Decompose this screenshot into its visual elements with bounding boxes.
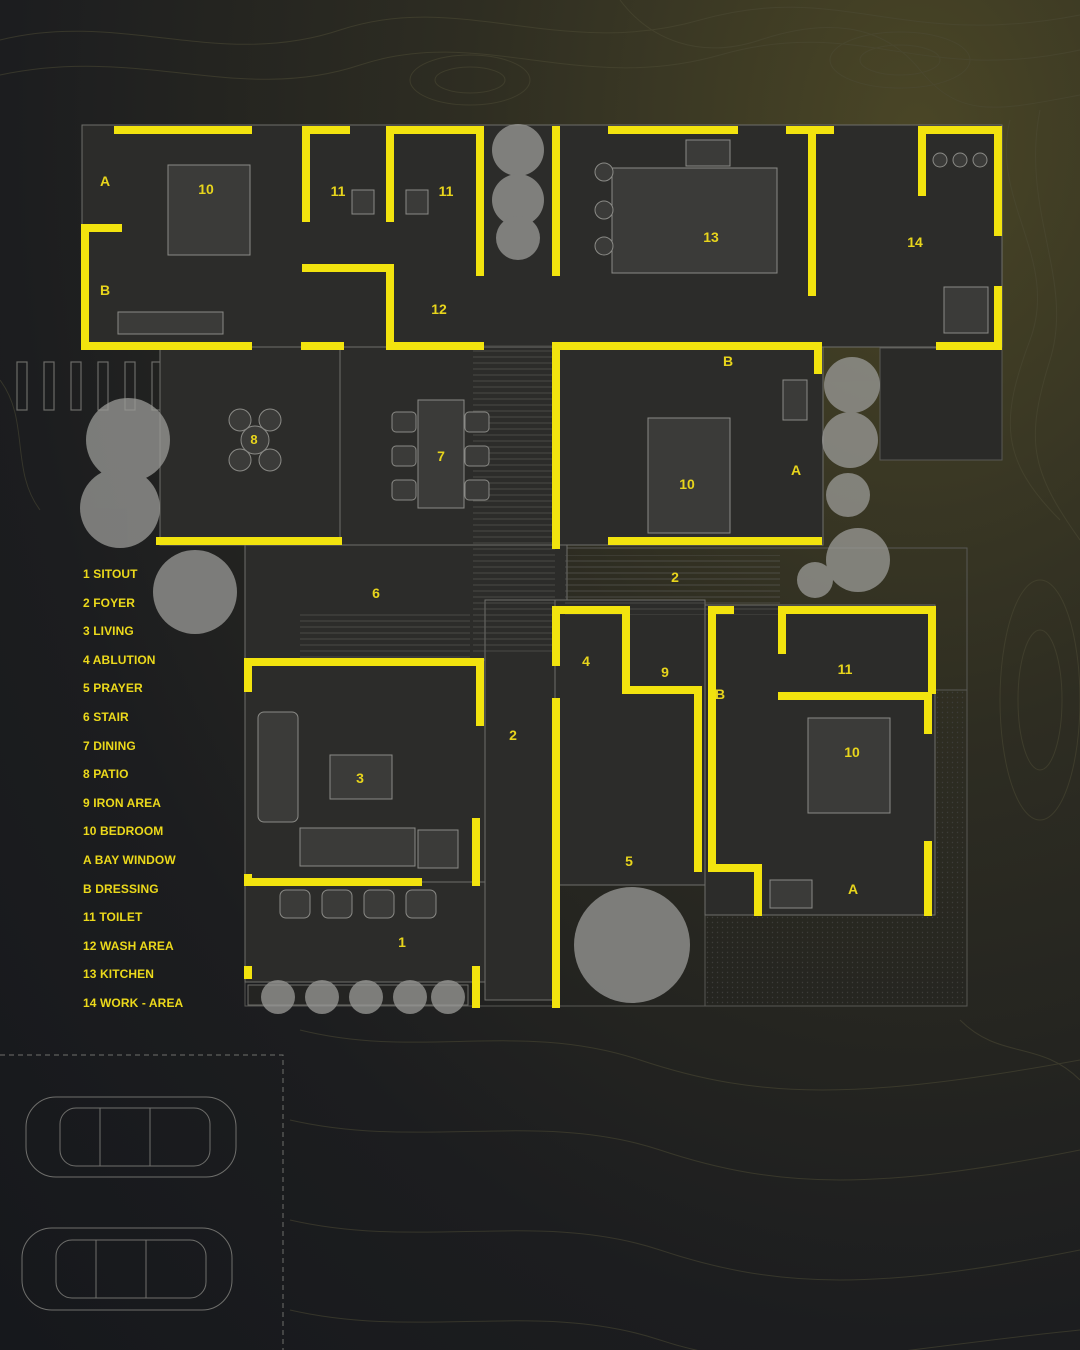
legend-item: 10 BEDROOM <box>83 823 243 852</box>
legend-key: 10 <box>83 824 97 839</box>
legend-key: 14 <box>83 995 97 1010</box>
legend-name: SITOUT <box>93 567 138 581</box>
legend-name: LIVING <box>93 624 134 639</box>
legend-key: B <box>83 881 92 896</box>
legend-name: IRON AREA <box>93 795 162 810</box>
label-dressing-center: B <box>723 353 733 369</box>
legend-item: 2 FOYER <box>83 595 243 624</box>
legend-name: BEDROOM <box>100 824 164 839</box>
legend-name: KITCHEN <box>100 967 155 982</box>
legend-item: 4 ABLUTION <box>83 652 243 681</box>
room-labels: 10 A B 11 11 12 13 14 8 7 B 10 A 6 2 2 3… <box>100 173 923 950</box>
legend-item: 6 STAIR <box>83 709 243 738</box>
bed-icon <box>167 164 251 256</box>
legend-name: WORK - AREA <box>100 995 184 1010</box>
legend-name: BAY WINDOW <box>94 852 176 867</box>
label-ablution: 4 <box>582 653 590 669</box>
legend-item: 5 PRAYER <box>83 680 243 709</box>
label-bay-center: A <box>791 462 801 478</box>
car-icon <box>21 1227 233 1311</box>
legend-item: 9 IRON AREA <box>83 795 243 824</box>
legend-key: 11 <box>83 910 96 925</box>
legend-key: 8 <box>83 767 90 782</box>
legend-item: 1 SITOUT <box>83 566 243 595</box>
label-bay-nw: A <box>100 173 110 189</box>
legend-item: 3 LIVING <box>83 623 243 652</box>
legend-name: ABLUTION <box>92 652 156 667</box>
legend-name: DINING <box>93 738 136 753</box>
legend-item: A BAY WINDOW <box>83 852 243 881</box>
label-bay-se: A <box>848 881 858 897</box>
legend-name: STAIR <box>93 709 129 724</box>
tree-icons <box>80 124 890 1014</box>
label-living: 3 <box>356 770 364 786</box>
bed-icon <box>807 717 891 814</box>
label-patio: 8 <box>250 432 257 447</box>
label-work: 14 <box>907 234 923 250</box>
label-sitout: 1 <box>398 934 406 950</box>
legend-key: A <box>83 852 92 867</box>
label-bedroom-center: 10 <box>679 476 695 492</box>
bed-icon <box>647 417 731 534</box>
label-dressing-nw: B <box>100 282 110 298</box>
label-toilet-1: 11 <box>331 183 346 199</box>
label-iron: 9 <box>661 664 669 680</box>
legend-key: 13 <box>83 967 97 982</box>
label-foyer-2: 2 <box>509 727 517 743</box>
legend-name: TOILET <box>99 910 143 925</box>
furniture <box>117 139 989 919</box>
walls <box>81 126 1002 1008</box>
legend-key: 4 <box>83 652 90 667</box>
legend-key: 9 <box>83 795 90 810</box>
legend-key: 12 <box>83 938 97 953</box>
legend-name: WASH AREA <box>100 938 174 953</box>
label-dining: 7 <box>437 448 445 464</box>
legend-key: 6 <box>83 709 90 724</box>
label-kitchen: 13 <box>703 229 719 245</box>
legend-key: 2 <box>83 595 90 610</box>
label-stair: 6 <box>372 585 380 601</box>
legend-key: 7 <box>83 738 90 753</box>
label-bedroom-nw: 10 <box>198 181 214 197</box>
legend-item: 14 WORK - AREA <box>83 995 243 1024</box>
legend-name: PRAYER <box>93 681 143 696</box>
legend-item: 12 WASH AREA <box>83 938 243 967</box>
parking-area <box>0 1054 284 1350</box>
label-dressing-se: B <box>715 686 725 702</box>
car-icon <box>25 1096 237 1178</box>
legend-item: 11 TOILET <box>83 909 243 938</box>
legend-name: DRESSING <box>95 881 159 896</box>
stair-hatching <box>247 345 780 1006</box>
legend-key: 5 <box>83 681 90 696</box>
label-foyer-1: 2 <box>671 569 679 585</box>
label-bedroom-se: 10 <box>844 744 860 760</box>
legend-name: PATIO <box>93 767 129 782</box>
legend-item: 8 PATIO <box>83 766 243 795</box>
label-wash: 12 <box>431 301 447 317</box>
label-toilet-2: 11 <box>439 183 454 199</box>
legend-item: B DRESSING <box>83 881 243 910</box>
legend-key: 3 <box>83 624 90 639</box>
legend-key: 1 <box>83 567 90 581</box>
legend-item: 7 DINING <box>83 738 243 767</box>
label-toilet-se: 11 <box>838 661 853 677</box>
legend-item: 13 KITCHEN <box>83 966 243 995</box>
legend-name: FOYER <box>93 595 136 610</box>
label-prayer: 5 <box>625 853 633 869</box>
